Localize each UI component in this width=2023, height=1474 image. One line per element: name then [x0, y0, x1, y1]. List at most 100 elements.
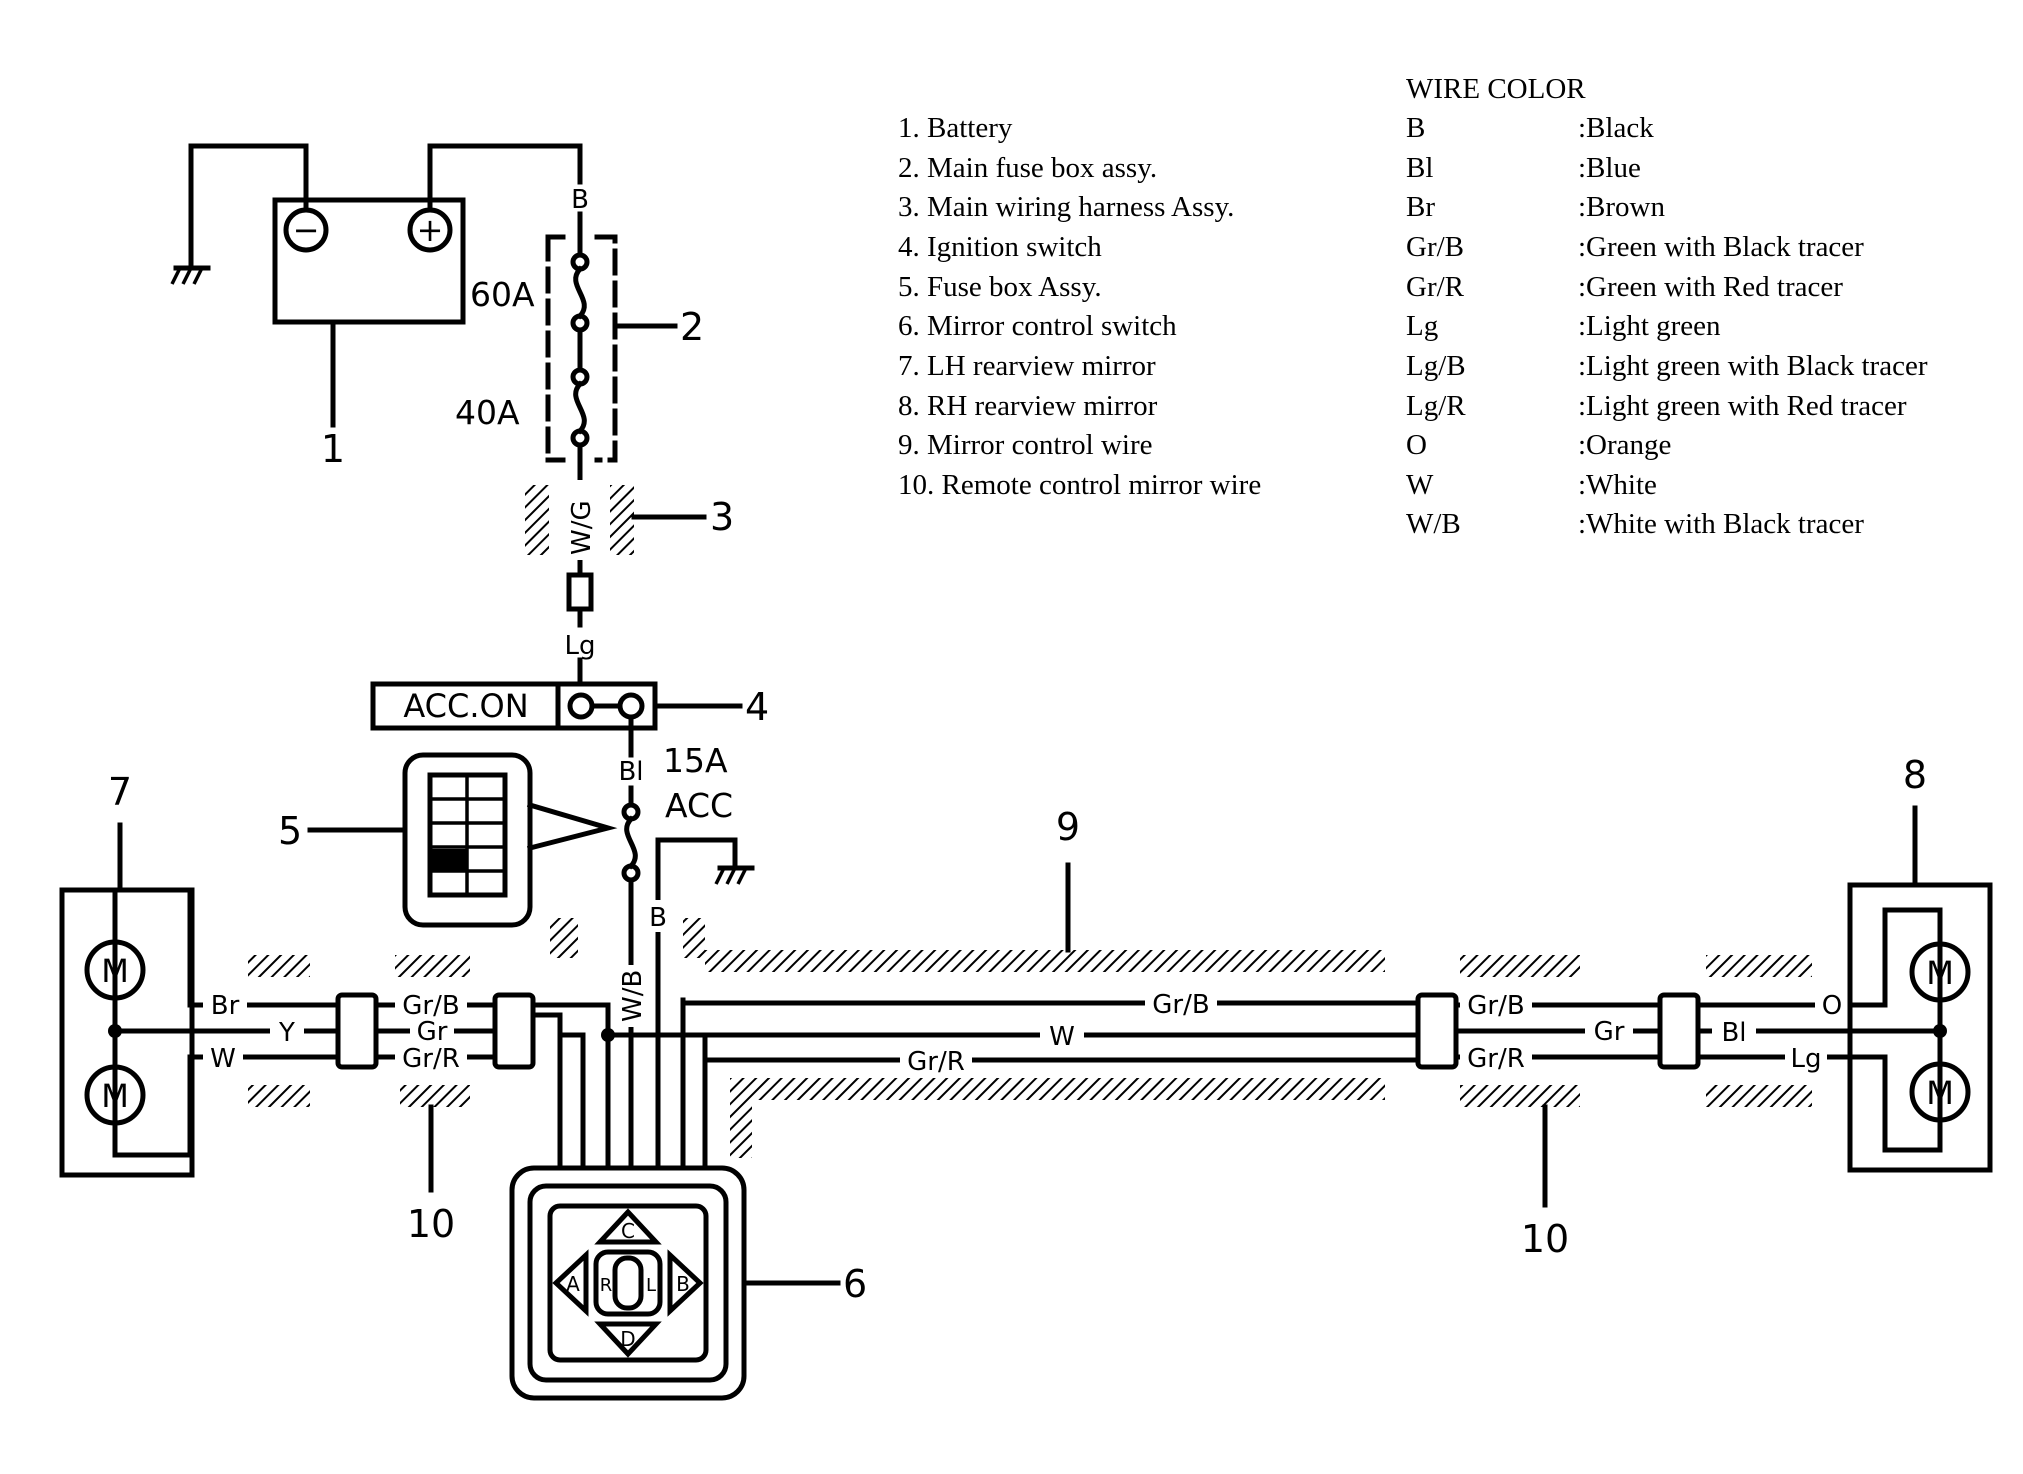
legend-item: 1. Battery — [898, 112, 1013, 144]
wire-code: Br — [1406, 191, 1435, 223]
acc-label: ACC — [665, 786, 733, 825]
connector-rh-outer — [1657, 992, 1701, 1070]
fuse-15a-label: 15A — [663, 741, 728, 780]
wire-desc: :Light green — [1578, 310, 1721, 342]
wire-code: Lg/R — [1406, 390, 1466, 422]
connector-lh-outer — [335, 992, 379, 1070]
wire-code: B — [1406, 112, 1425, 144]
callout-8: 8 — [1903, 753, 1927, 797]
connector-rh-inner — [1415, 992, 1459, 1070]
wire-hatch — [1706, 1085, 1812, 1107]
pad-label-d: D — [620, 1327, 635, 1351]
battery-body — [272, 197, 466, 325]
legend-item: 10. Remote control mirror wire — [898, 469, 1261, 501]
wire-label: Br — [211, 991, 240, 1021]
negative-sign: − — [293, 211, 320, 249]
wire-label: Gr/B — [1467, 991, 1524, 1021]
arrow-left-icon[interactable] — [552, 1249, 589, 1317]
wire-label: Y — [278, 1018, 295, 1048]
wire-label: Gr/R — [402, 1044, 460, 1074]
legend-item: 5. Fuse box Assy. — [898, 271, 1102, 303]
legend-item: 2. Main fuse box assy. — [898, 152, 1157, 184]
wire-desc: :Black — [1578, 112, 1654, 144]
ground-wire — [188, 143, 309, 268]
conduit-hatch — [683, 918, 705, 958]
conduit-hatch-top — [705, 950, 1385, 972]
battery-positive-wire — [427, 143, 583, 213]
wire-hatch — [400, 1085, 470, 1107]
conduit-hatch — [550, 918, 578, 958]
wire-desc: :Blue — [1578, 152, 1641, 184]
switch-face — [547, 1203, 709, 1363]
legend-item: 4. Ignition switch — [898, 231, 1102, 263]
harness-hatch-left — [525, 485, 549, 555]
wire-label: W/G — [567, 500, 597, 555]
ground-icon — [170, 265, 211, 285]
wire-label: Gr/R — [1467, 1044, 1525, 1074]
pad-label-a: A — [566, 1272, 580, 1296]
main-wiring-harness: W/G 3 Lg — [525, 442, 734, 687]
callout-6: 6 — [843, 1262, 867, 1306]
callout-9: 9 — [1056, 805, 1080, 849]
wire-label: B — [571, 185, 589, 215]
fuse-panel-inset — [402, 752, 533, 928]
wire-label: Bl — [618, 757, 643, 787]
switch-contact — [617, 692, 645, 720]
callout-7: 7 — [108, 770, 132, 814]
inline-connector — [566, 572, 594, 612]
motor-label: M — [1926, 1074, 1954, 1112]
wire-hatch — [1460, 955, 1580, 977]
callout-10: 10 — [407, 1202, 455, 1246]
lr-selector-knob[interactable] — [593, 1249, 663, 1317]
wire-code: W/B — [1406, 508, 1461, 540]
wire-code: Bl — [1406, 152, 1433, 184]
wire-label: Gr — [1594, 1017, 1625, 1047]
motor-label: M — [101, 1077, 129, 1115]
wire-label: W/B — [618, 970, 648, 1022]
wire-label: W — [1049, 1022, 1075, 1052]
wire-label: Lg — [1791, 1044, 1822, 1074]
wire-label: O — [1822, 991, 1842, 1021]
wire-label: Gr/B — [1152, 990, 1209, 1020]
pad-label-c: C — [621, 1219, 635, 1243]
legend-item: 7. LH rearview mirror — [898, 350, 1156, 382]
arrow-up-icon[interactable] — [594, 1208, 662, 1245]
callout-3: 3 — [710, 495, 734, 539]
selector-label-r: R — [600, 1275, 613, 1296]
wire-desc: :Light green with Black tracer — [1578, 350, 1928, 382]
wire-label: Lg — [565, 631, 596, 661]
conduit-hatch-drop — [730, 1078, 752, 1158]
arrow-down-icon[interactable] — [594, 1321, 662, 1358]
wire-hatch — [1706, 955, 1812, 977]
wire-label: Gr/R — [907, 1047, 965, 1077]
wire-code: O — [1406, 429, 1427, 461]
pad-label-b: B — [676, 1272, 690, 1296]
wire-gr-r-left — [532, 1012, 563, 1058]
ground-icon — [714, 865, 755, 885]
wire-code: Gr/B — [1406, 231, 1464, 263]
mirror-control-switch: C D A B R L 6 — [509, 1165, 867, 1401]
positive-sign: + — [417, 211, 444, 249]
motor-label: M — [101, 952, 129, 990]
fuse-40a-label: 40A — [455, 393, 520, 432]
battery: − + 1 — [170, 143, 583, 471]
wire-color-title: WIRE COLOR — [1406, 73, 1586, 105]
switch-contact — [567, 692, 595, 720]
connector-lh-inner — [492, 992, 536, 1070]
fuse-60a-label: 60A — [470, 275, 535, 314]
wire-color-rows: B :Black Bl :Blue Br :Brown Gr/B :Green … — [1406, 112, 1928, 540]
wire-desc: :White — [1578, 469, 1657, 501]
harness-hatch-right — [610, 485, 634, 555]
wire-label: Bl — [1721, 1018, 1746, 1048]
lh-mirror-wiring: 10 Gr/B Gr Gr/R Br Y W M M 7 — [59, 770, 536, 1246]
mirror-control-wire-bundle: 9 W/B B Gr/B W Gr/R — [532, 805, 1421, 1171]
arrow-right-icon[interactable] — [667, 1249, 704, 1317]
legend-item: 9. Mirror control wire — [898, 429, 1153, 461]
fuse-box-outline — [545, 234, 618, 463]
wire-code: Lg/B — [1406, 350, 1466, 382]
legend-item: 3. Main wiring harness Assy. — [898, 191, 1234, 223]
wire-label: Gr — [417, 1017, 448, 1047]
component-legend: 1. Battery 2. Main fuse box assy. 3. Mai… — [898, 112, 1261, 501]
wire-desc: :White with Black tracer — [1578, 508, 1864, 540]
